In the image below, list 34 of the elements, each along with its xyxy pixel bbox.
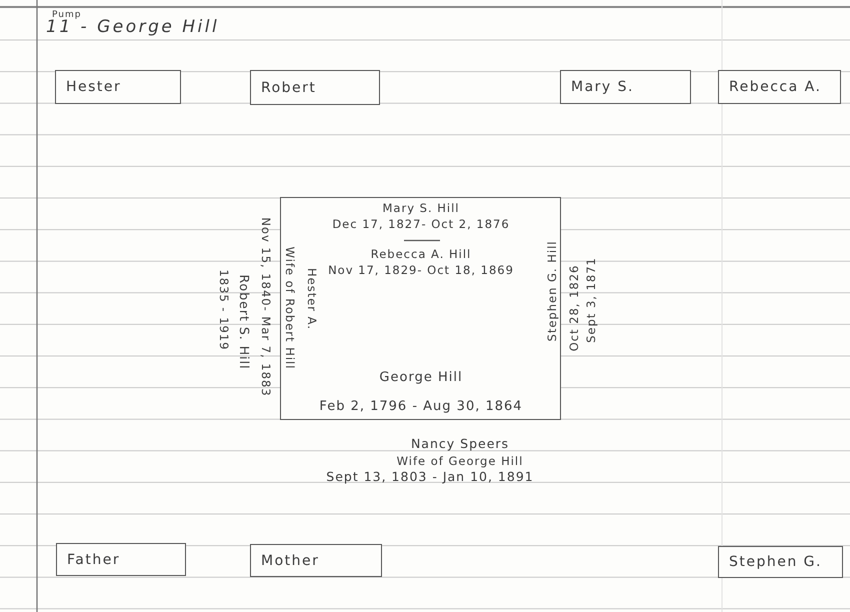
note: Pump <box>52 9 82 20</box>
inscription-text: Dec 17, 1827- Oct 2, 1876 <box>332 217 510 231</box>
grave-marker-box <box>55 70 181 104</box>
grave-marker-box <box>250 70 380 105</box>
name-text: Hester <box>66 79 122 95</box>
grave-marker-box <box>718 70 841 104</box>
grave-marker-box <box>250 544 382 577</box>
inscription-text: Wife of Robert Hill <box>283 246 297 370</box>
name-text: Father <box>67 552 120 568</box>
grave-marker-box <box>718 546 843 578</box>
inscription-text: Sept 13, 1803 - Jan 10, 1891 <box>326 470 534 484</box>
inscription-text: 1835 - 1919 <box>217 270 231 350</box>
gravestone-plot <box>280 197 561 420</box>
inscription-text: Oct 28, 1826 <box>567 264 581 352</box>
grave-marker-box <box>56 543 186 576</box>
inscription-name: Mary S. Hill <box>382 201 460 215</box>
inscription-text: Nov 17, 1829- Oct 18, 1869 <box>328 263 514 277</box>
name-text: Stephen G. <box>729 554 822 570</box>
inscription-text: Nancy Speers <box>410 437 510 451</box>
grave-marker-box <box>560 70 691 104</box>
inscription-text: Wife of George Hill <box>396 454 524 468</box>
inscription-name: Rebecca A. Hill <box>370 247 472 261</box>
inscription-text: Sept 3, 1871 <box>584 257 598 343</box>
title: 11 - George Hill <box>46 20 220 34</box>
inscription-text: Nov 15, 1840- Mar 7, 1883 <box>259 217 273 397</box>
inscription-name: George Hill <box>379 371 463 385</box>
inscription-text: Feb 2, 1796 - Aug 30, 1864 <box>319 400 523 414</box>
name-text: Mary S. <box>571 79 634 95</box>
name-text: Robert <box>261 80 316 96</box>
name-text: Mother <box>261 552 320 568</box>
name-text: Rebecca A. <box>729 79 822 95</box>
inscription-text: Robert S. Hill <box>237 274 251 370</box>
inscription-text: Hester A. <box>305 268 319 330</box>
inscription-name: Stephen G. Hill <box>545 240 559 342</box>
